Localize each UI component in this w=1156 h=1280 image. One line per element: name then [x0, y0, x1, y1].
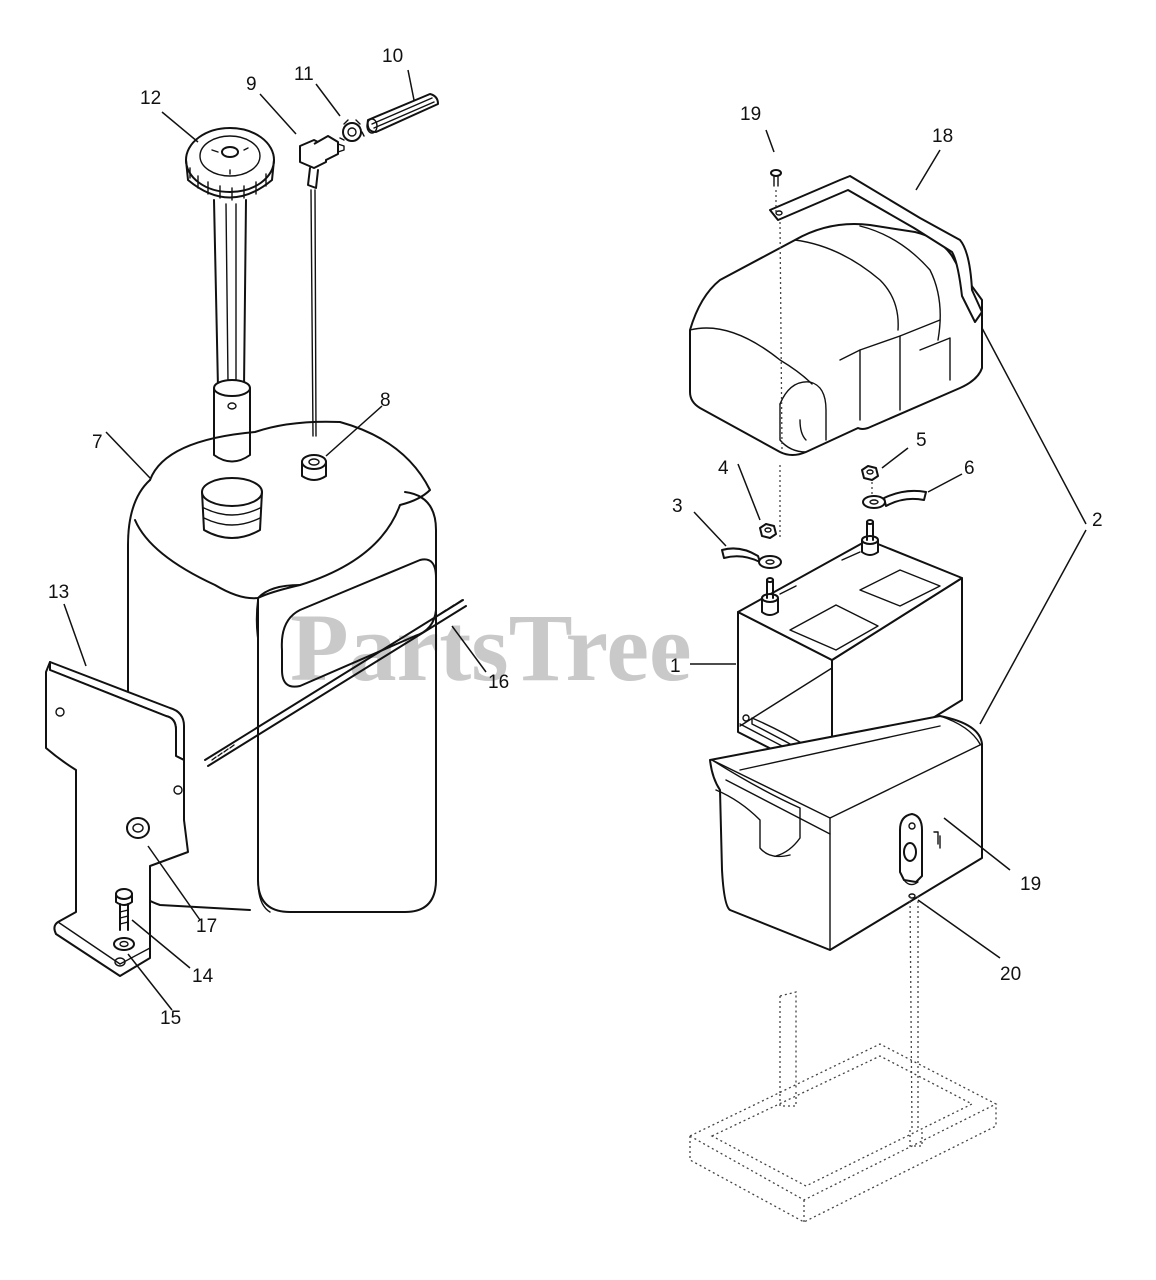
mounting-tray [688, 895, 998, 1223]
callout-18: 18 [932, 126, 953, 147]
callout-20: 20 [1000, 964, 1021, 985]
callout-11: 11 [294, 64, 314, 85]
callout-17: 17 [196, 916, 217, 937]
tank-bracket [45, 661, 189, 977]
tie-rod [204, 599, 467, 767]
nut-4 [759, 523, 777, 539]
callout-19-side: 19 [1020, 874, 1041, 895]
callout-10: 10 [382, 46, 403, 67]
fuel-cap-gauge [185, 127, 275, 463]
callout-12: 12 [140, 88, 161, 109]
hose-clamp [339, 119, 365, 142]
callout-13: 13 [48, 582, 69, 603]
callout-8: 8 [380, 390, 391, 411]
watermark: PartsTree [290, 594, 692, 701]
battery-cable-6 [862, 489, 927, 509]
callout-15: 15 [160, 1008, 181, 1029]
battery-cable-3 [721, 547, 782, 569]
bolt-14 [115, 888, 133, 931]
vent-fitting [299, 135, 345, 437]
callout-7: 7 [92, 432, 103, 453]
callout-5: 5 [916, 430, 927, 451]
callout-14: 14 [192, 966, 214, 987]
screw-19-top-path [775, 190, 783, 540]
leader-lines [63, 69, 1087, 1011]
nut-17 [126, 817, 150, 839]
callout-9: 9 [246, 74, 257, 95]
callout-3: 3 [672, 496, 683, 517]
hold-down-strap [769, 175, 983, 323]
callout-4: 4 [718, 458, 729, 479]
battery-cover [689, 223, 983, 456]
vent-hose [366, 93, 439, 134]
callout-19-top: 19 [740, 104, 761, 125]
nut-5 [861, 465, 879, 481]
battery-box [709, 715, 983, 951]
washer-15 [113, 937, 135, 951]
callout-16: 16 [488, 672, 509, 693]
callout-6: 6 [964, 458, 975, 479]
callout-1: 1 [670, 656, 681, 677]
callout-2: 2 [1092, 510, 1103, 531]
screw-19-top [770, 169, 782, 187]
